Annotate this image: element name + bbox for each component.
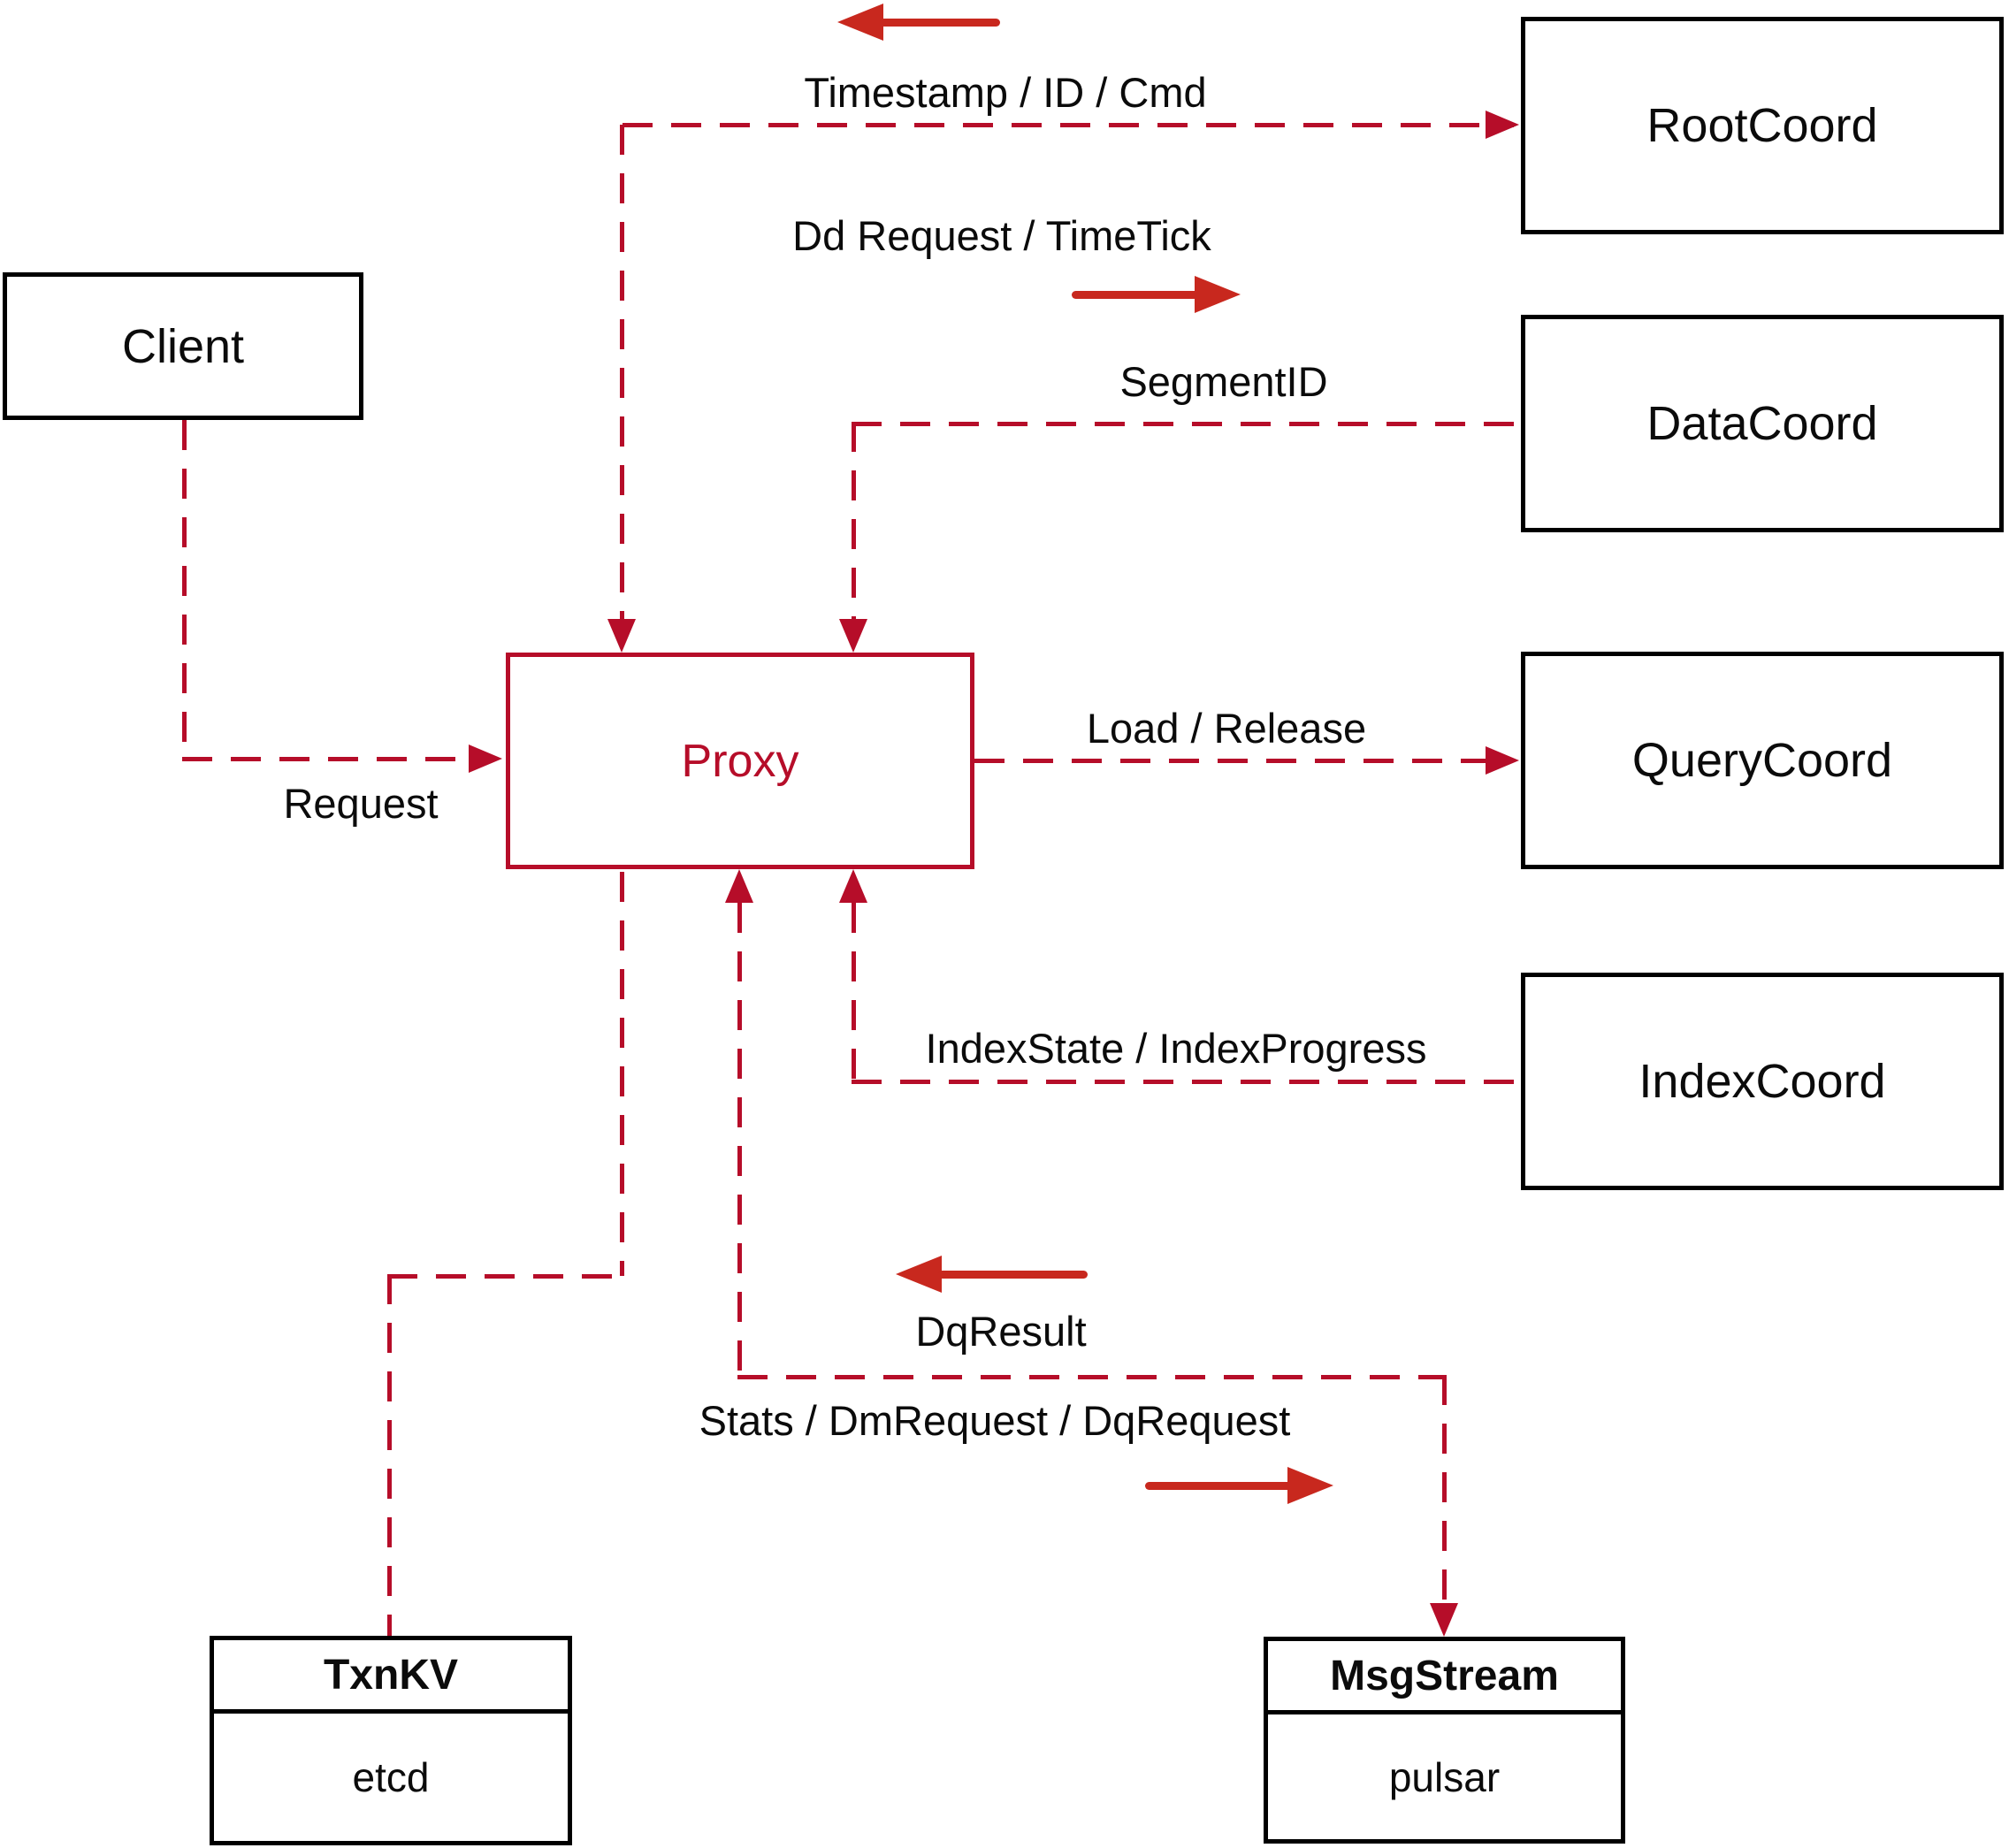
edge-proxy-rootcoord-horizontal [623, 123, 1514, 127]
node-client-label: Client [121, 319, 245, 373]
arrowhead-into-proxy-top-right [839, 619, 867, 653]
edge-proxy-txnkv-vertical-lower [387, 1274, 392, 1636]
node-datacoord: DataCoord [1521, 315, 2004, 532]
direction-arrow-right-ddrequest [1195, 276, 1241, 313]
edge-proxy-msgstream-horizontal [737, 1375, 1447, 1379]
arrowhead-into-proxy-left [469, 745, 502, 773]
direction-arrow-right-stats [1287, 1467, 1333, 1504]
edge-label-indexstate-indexprogress: IndexState / IndexProgress [925, 1025, 1427, 1072]
direction-arrow-left-dqresult-shaft [938, 1271, 1088, 1279]
node-indexcoord-label: IndexCoord [1639, 1055, 1886, 1108]
node-txnkv: TxnKV etcd [210, 1636, 572, 1845]
node-querycoord-label: QueryCoord [1631, 734, 1893, 787]
node-proxy: Proxy [506, 653, 974, 869]
arrowhead-into-querycoord [1486, 746, 1519, 775]
edge-label-segmentid: SegmentID [1119, 358, 1328, 405]
edge-proxy-txnkv-vertical-upper [620, 872, 624, 1276]
direction-arrow-right-ddrequest-shaft [1072, 291, 1200, 299]
direction-arrow-left-dqresult [896, 1256, 942, 1293]
direction-arrow-left-timestamp-shaft [880, 19, 1000, 27]
edge-datacoord-proxy-horizontal [852, 422, 1521, 426]
direction-arrow-right-stats-shaft [1145, 1482, 1294, 1490]
node-querycoord: QueryCoord [1521, 652, 2004, 869]
edge-label-dqresult: DqResult [915, 1308, 1087, 1355]
node-proxy-label: Proxy [681, 735, 799, 787]
direction-arrow-left-timestamp [837, 4, 883, 41]
node-rootcoord-label: RootCoord [1646, 99, 1878, 152]
arrowhead-into-proxy-bottom-right [839, 869, 867, 903]
node-client: Client [3, 272, 363, 420]
edge-client-proxy-horizontal [182, 757, 469, 761]
edge-indexcoord-proxy-vertical [852, 903, 856, 1081]
edge-proxy-txnkv-horizontal [387, 1274, 624, 1279]
node-indexcoord: IndexCoord [1521, 973, 2004, 1190]
arrowhead-into-proxy-top-left [607, 619, 636, 653]
arrowhead-into-rootcoord [1486, 111, 1519, 139]
arrowhead-into-msgstream [1430, 1603, 1458, 1637]
edge-proxy-msgstream-vertical-lower [1442, 1375, 1447, 1603]
node-rootcoord: RootCoord [1521, 17, 2004, 234]
edge-label-timestamp-id-cmd: Timestamp / ID / Cmd [804, 69, 1207, 116]
edge-label-load-release: Load / Release [1086, 705, 1367, 752]
edge-proxy-rootcoord-vertical [620, 125, 624, 620]
edge-datacoord-proxy-vertical [852, 422, 856, 619]
edge-indexcoord-proxy-horizontal [852, 1080, 1521, 1084]
node-txnkv-impl: etcd [352, 1754, 430, 1800]
edge-client-proxy-vertical [182, 420, 187, 759]
edge-label-dd-request-timetick: Dd Request / TimeTick [792, 212, 1211, 259]
node-msgstream-impl: pulsar [1388, 1753, 1501, 1800]
edge-label-request: Request [283, 780, 439, 827]
node-msgstream-title: MsgStream [1268, 1641, 1621, 1714]
edge-label-stats-dmrequest-dqrequest: Stats / DmRequest / DqRequest [699, 1397, 1291, 1444]
node-datacoord-label: DataCoord [1646, 397, 1878, 450]
edge-proxy-querycoord-horizontal [974, 759, 1486, 763]
edge-proxy-msgstream-vertical-upper [737, 903, 742, 1377]
node-txnkv-title: TxnKV [214, 1640, 568, 1714]
arrowhead-into-proxy-bottom-left [725, 869, 753, 903]
node-msgstream: MsgStream pulsar [1264, 1637, 1625, 1844]
